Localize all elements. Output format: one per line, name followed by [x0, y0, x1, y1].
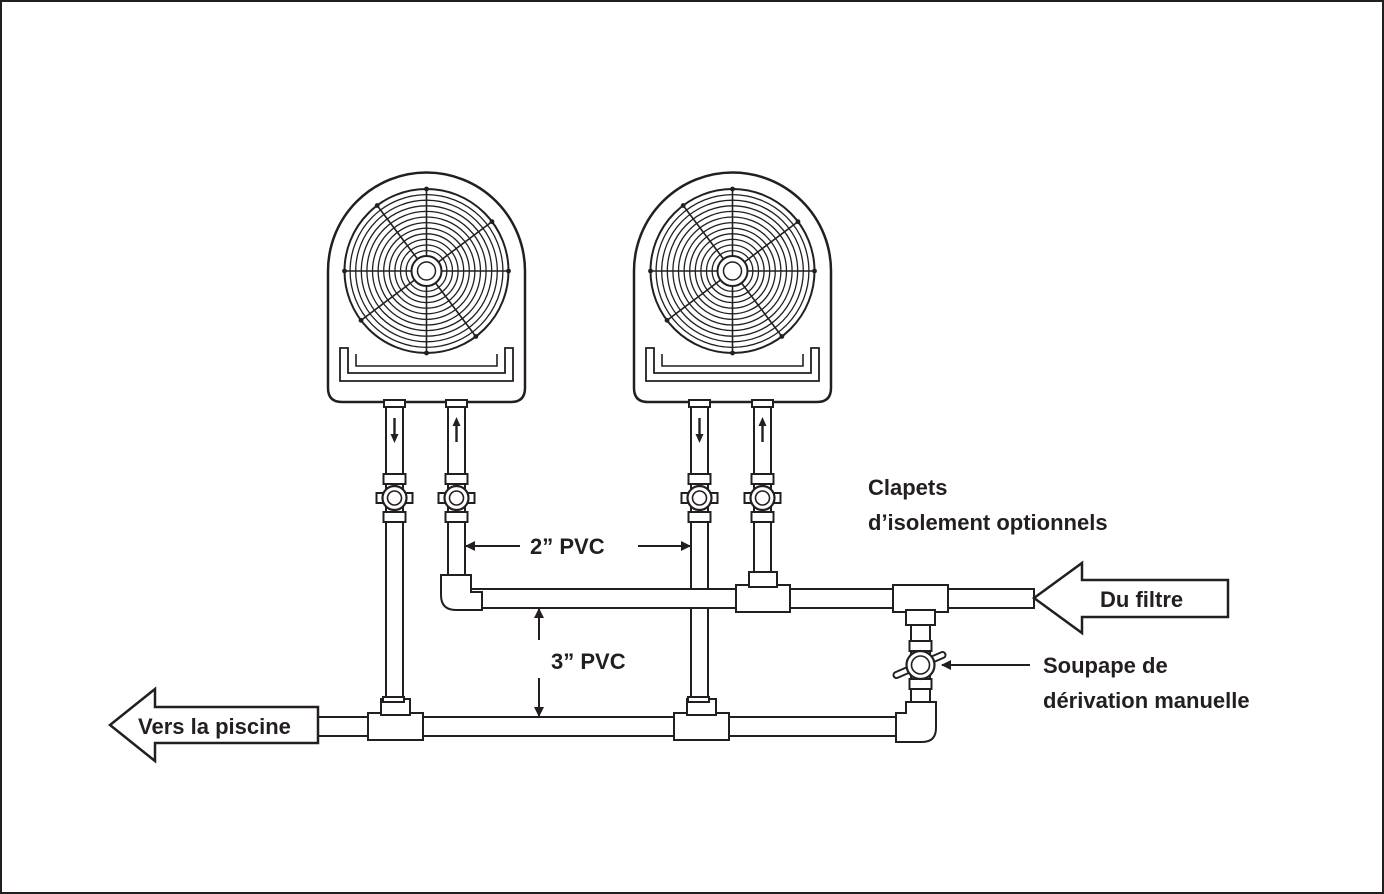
- bypass-valve-stem: [910, 655, 931, 675]
- heat-pump-1-base-tray-inner: [355, 354, 498, 367]
- heat-pump-2-base-tray: [645, 347, 820, 382]
- pipe-coupling: [751, 399, 774, 408]
- heat-pump-1-spoke-dot: [489, 219, 495, 225]
- pipe-2in-label: 2” PVC: [530, 534, 605, 559]
- tee-h1-outlet-body: [367, 712, 424, 741]
- from-filter-arrow: [1031, 560, 1230, 636]
- heat-pump-1-inlet-flow-arrowhead: [452, 417, 461, 426]
- heat-pump-1-fan-hub-inner: [416, 261, 437, 281]
- heat-pump-1-spoke-dot: [342, 268, 347, 274]
- heat-pump-1: [326, 171, 527, 404]
- isolation-valve-h2-outlet: [680, 473, 719, 523]
- pipe-coupling: [688, 399, 711, 408]
- heat-pump-2-spoke-dot: [730, 186, 735, 192]
- heat-pump-2-guard-spoke: [743, 221, 799, 263]
- vertical-pipes: [385, 404, 931, 716]
- heat-pump-2-spoke-dot: [795, 219, 801, 225]
- heat-pump-2-fan-hub-inner: [722, 261, 743, 281]
- pipe-coupling: [687, 696, 710, 703]
- elbow-supply: [440, 574, 483, 611]
- valves-group: [375, 473, 947, 690]
- isolation-valve-h2-inlet-stem: [754, 490, 771, 506]
- pipe-coupling: [383, 399, 406, 408]
- tee-bypass-neck: [905, 609, 936, 626]
- heat-pump-2-spoke-dot: [779, 334, 785, 339]
- heat-pump-1-spoke-dot: [424, 350, 429, 356]
- heat-pump-1-spoke-dot: [424, 186, 429, 192]
- tee-h2-outlet-body: [673, 712, 730, 741]
- heat-pump-1-spoke-dot: [506, 268, 511, 274]
- isolation-valve-h1-outlet-stem: [386, 490, 403, 506]
- bypass-valve-label-1: Soupape de: [1043, 653, 1168, 678]
- heat-pump-1-guard-spoke: [376, 205, 419, 260]
- tee-h2-inlet-neck: [748, 571, 778, 588]
- isolation-valve-h2-outlet-stem: [691, 490, 708, 506]
- heat-pump-2: [632, 171, 833, 404]
- bypass-valve-top-union: [908, 640, 933, 652]
- pipe-h2-outlet: [690, 404, 709, 716]
- isolation-valve-h2-outlet-bottom-union: [687, 511, 712, 523]
- heat-pump-1-spoke-dot: [358, 317, 364, 323]
- isolation-valve-h1-inlet: [437, 473, 476, 523]
- isolation-valve-h1-inlet-top-union: [444, 473, 469, 485]
- to-pool-label: Vers la piscine: [138, 714, 291, 739]
- heat-pump-1-outlet-flow-arrowhead: [390, 434, 399, 443]
- pipe-3in-label: 3” PVC: [551, 649, 626, 674]
- pipe-coupling: [382, 696, 405, 703]
- heat-pump-2-spoke-dot: [680, 203, 686, 208]
- heat-pump-1-guard-spoke: [437, 221, 493, 263]
- bypass-valve-bottom-union: [908, 678, 933, 690]
- isolation-valve-h2-inlet-bottom-union: [750, 511, 775, 523]
- heat-pump-1-spoke-dot: [473, 334, 479, 339]
- heat-pump-2-fan-hub: [716, 255, 749, 287]
- tee-bypass-body: [892, 584, 949, 613]
- flow-arrows: [390, 417, 767, 443]
- isolation-valve-h2-inlet-top-union: [750, 473, 775, 485]
- heat-pump-2-guard-spoke: [666, 279, 722, 321]
- to-pool-arrow: [107, 686, 320, 764]
- isolation-valve-h1-outlet-top-union: [382, 473, 407, 485]
- heat-pump-2-spoke-dot: [812, 268, 817, 274]
- pipe-coupling: [445, 399, 468, 408]
- heat-pump-1-base-tray: [339, 347, 514, 382]
- heat-pump-2-outlet-flow-arrowhead: [695, 434, 704, 443]
- pipe-h1-outlet: [385, 404, 404, 716]
- isolation-valve-h1-outlet: [375, 473, 414, 523]
- bypass-valve-label-2: dérivation manuelle: [1043, 688, 1250, 713]
- isolation-valves-label-2: d’isolement optionnels: [868, 510, 1108, 535]
- isolation-valves-label-1: Clapets: [868, 475, 947, 500]
- bypass-valve: [892, 640, 947, 690]
- isolation-valve-h1-inlet-stem: [448, 490, 465, 506]
- heat-pump-1-spoke-dot: [374, 203, 380, 208]
- isolation-valve-h1-outlet-bottom-union: [382, 511, 407, 523]
- heat-pump-1-fan-hub: [410, 255, 443, 287]
- heat-pump-2-base-tray-inner: [661, 354, 804, 367]
- pipe-couplings: [382, 399, 774, 703]
- dimension-arrows: [465, 541, 1030, 717]
- heat-pump-2-spoke-dot: [648, 268, 653, 274]
- heat-pump-2-spoke-dot: [730, 350, 735, 356]
- heat-pump-1-guard-spoke: [360, 279, 416, 321]
- heat-pump-2-inlet-flow-arrowhead: [758, 417, 767, 426]
- isolation-valve-h1-inlet-bottom-union: [444, 511, 469, 523]
- heat-pump-2-spoke-dot: [664, 317, 670, 323]
- tee-h2-inlet-body: [735, 584, 791, 613]
- elbow-bypass: [895, 701, 937, 743]
- from-filter-label: Du filtre: [1100, 587, 1183, 612]
- heat-pump-1-guard-spoke: [434, 282, 477, 337]
- heat-pump-2-guard-spoke: [740, 282, 783, 337]
- fittings: [367, 571, 949, 743]
- heat-pump-2-guard-spoke: [682, 205, 725, 260]
- heaters-group: [326, 171, 833, 404]
- isolation-valve-h2-outlet-top-union: [687, 473, 712, 485]
- isolation-valve-h2-inlet: [743, 473, 782, 523]
